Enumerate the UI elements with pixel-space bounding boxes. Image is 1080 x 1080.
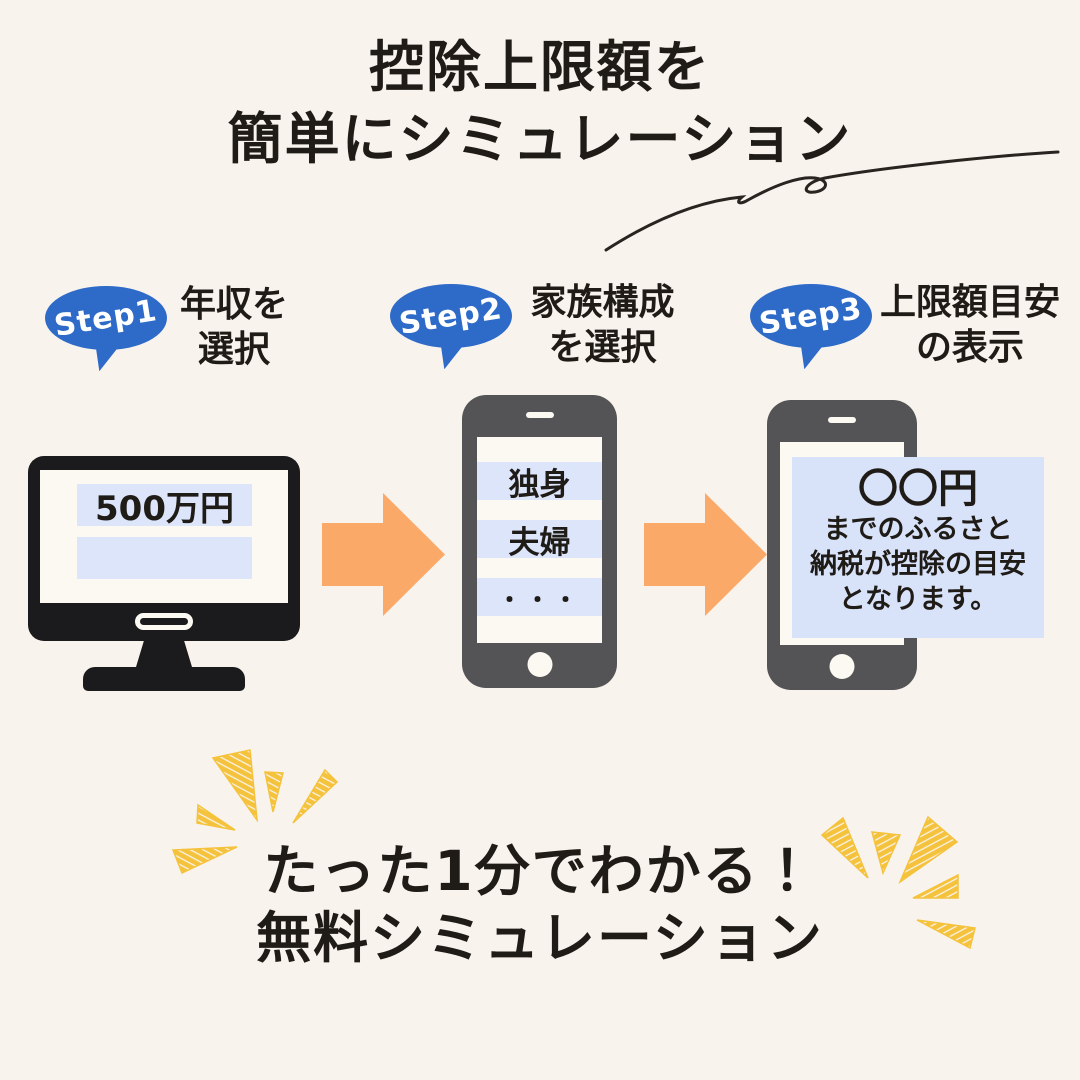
arrow-right-icon-1: [322, 493, 445, 616]
phone-speaker-icon: [525, 412, 554, 418]
phone-speaker-icon: [828, 417, 856, 423]
income-value: 500万円: [95, 488, 234, 529]
result-line3: となります。: [838, 584, 998, 616]
option-couple: 夫婦: [477, 520, 602, 561]
step3-label: 上限額目安 の表示: [870, 280, 1070, 370]
footer-line1: たった1分でわかる！: [263, 839, 817, 903]
option-more-label: ・・・: [497, 585, 582, 614]
step1-label-line1: 年収を: [179, 284, 288, 325]
step3-label-line1: 上限額目安: [879, 282, 1060, 323]
footer-line2: 無料シミュレーション: [256, 906, 824, 971]
result-line1: までのふるさと: [823, 514, 1013, 545]
monitor-frame: 500万円: [28, 456, 300, 641]
result-panel: 〇〇円 までのふるさと 納税が控除の目安 となります。: [792, 457, 1044, 638]
income-input-field: 500万円: [77, 484, 252, 529]
monitor-button-pill-icon: [135, 613, 193, 630]
monitor-screen: 500万円: [40, 470, 288, 603]
option-single: 独身: [477, 462, 602, 503]
footer-text: たった1分でわかる！ 無料シミュレーション: [0, 838, 1080, 972]
step2-label-line2: を選択: [548, 327, 657, 368]
step1-badge-label: Step1: [52, 292, 160, 344]
empty-input-field: [77, 537, 252, 579]
result-line2: 納税が控除の目安: [810, 549, 1026, 581]
monitor-icon: 500万円: [28, 456, 300, 691]
smartphone-icon-options: 独身 夫婦 ・・・: [462, 395, 617, 688]
step2-label: 家族構成 を選択: [515, 280, 690, 370]
option-more: ・・・: [477, 578, 602, 616]
step1-label-line2: 選択: [197, 329, 270, 370]
page-title: 控除上限額を 簡単にシミュレーション: [0, 32, 1080, 175]
step2-badge-label: Step2: [397, 290, 505, 342]
sparkle-burst-left-icon: [171, 749, 339, 875]
home-button-icon: [829, 654, 855, 679]
page-title-line2: 簡単にシミュレーション: [227, 106, 853, 171]
step3-badge: Step3: [750, 284, 872, 348]
option-single-label: 独身: [508, 466, 571, 503]
step2-label-line1: 家族構成: [530, 282, 675, 323]
step3-label-line2: の表示: [915, 327, 1024, 368]
option-couple-label: 夫婦: [508, 524, 571, 561]
step1-label: 年収を 選択: [168, 282, 300, 372]
home-button-icon: [527, 652, 552, 677]
result-amount: 〇〇円: [858, 466, 978, 512]
monitor-stand-icon: [136, 641, 192, 667]
arrow-right-icon-2: [644, 493, 767, 616]
step2-badge: Step2: [390, 284, 512, 348]
sparkle-burst-right-icon: [820, 815, 976, 950]
step3-badge-label: Step3: [757, 290, 865, 342]
swash-underline-icon: [604, 150, 1060, 252]
phone-screen: 独身 夫婦 ・・・: [477, 437, 602, 643]
monitor-base-icon: [83, 667, 245, 691]
page-title-line1: 控除上限額を: [368, 35, 711, 99]
step1-badge: Step1: [45, 286, 167, 350]
